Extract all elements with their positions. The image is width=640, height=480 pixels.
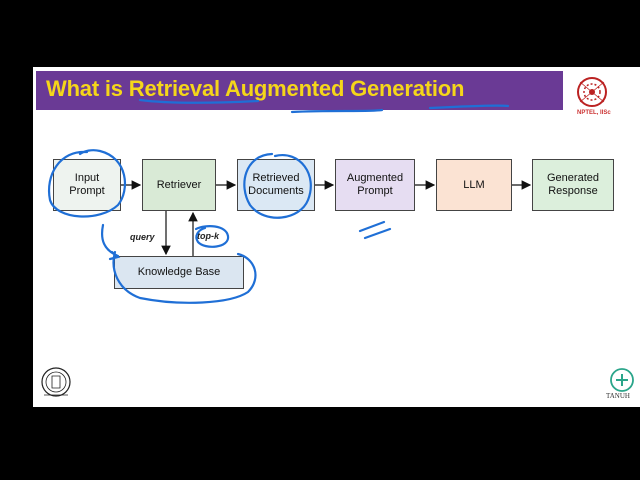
slide-title: What is Retrieval Augmented Generation xyxy=(46,76,464,102)
title-prefix: What is xyxy=(46,76,129,101)
title-highlight: Retrieval xyxy=(128,76,220,101)
knowledge-base-box: Knowledge Base xyxy=(114,256,244,289)
retrieved-documents-box: Retrieved Documents xyxy=(237,159,315,211)
slide-canvas xyxy=(33,67,640,407)
generated-response-box: Generated Response xyxy=(532,159,614,211)
retriever-box: Retriever xyxy=(142,159,216,211)
input-prompt-box: Input Prompt xyxy=(53,159,121,211)
title-suffix: Augmented Generation xyxy=(219,76,465,101)
edge-label-query: query xyxy=(130,232,155,242)
edge-label-top-k: top-k xyxy=(197,231,219,241)
title-bar xyxy=(36,71,563,110)
logo-caption: NPTEL, IISc xyxy=(577,110,611,116)
tanuh-logo-caption: TANUH xyxy=(606,392,630,400)
augmented-prompt-box: Augmented Prompt xyxy=(335,159,415,211)
llm-box: LLM xyxy=(436,159,512,211)
